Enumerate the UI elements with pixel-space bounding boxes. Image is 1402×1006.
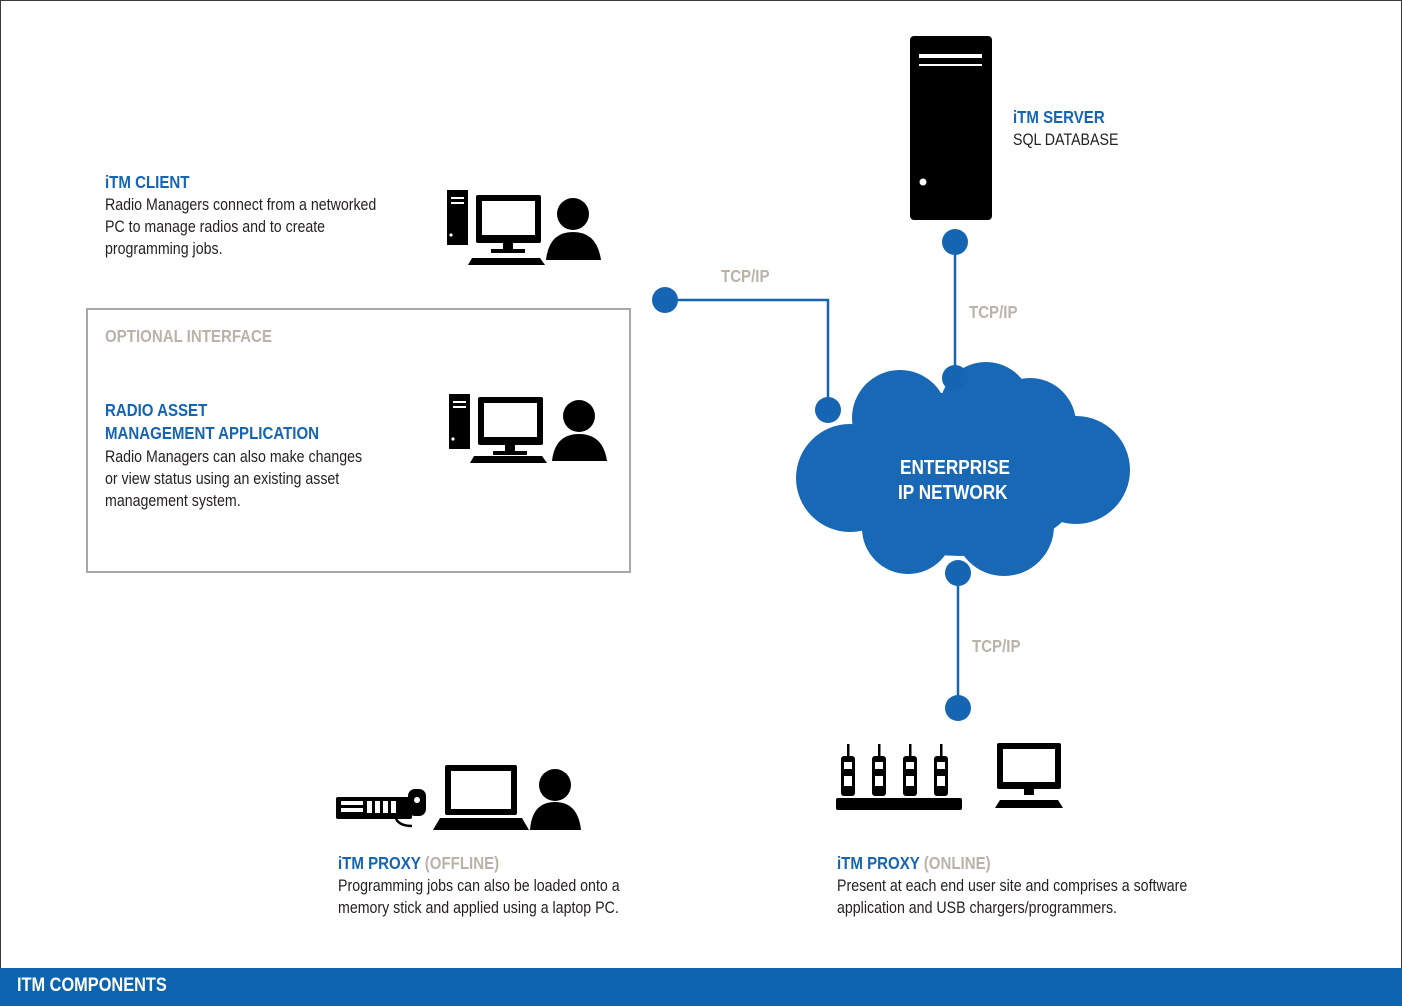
network-label-line-1: ENTERPRISE — [900, 457, 1010, 479]
asset-app-desc-line-1: Radio Managers can also make changes — [105, 448, 363, 466]
online-proxy-heading: iTM PROXY (ONLINE) — [837, 853, 991, 875]
server-link-label: TCP/IP — [969, 302, 1018, 322]
offline-proxy-title: iTM PROXY — [338, 853, 421, 873]
offline-proxy-heading: iTM PROXY (OFFLINE) — [338, 853, 499, 875]
online-proxy-status: (ONLINE) — [923, 853, 991, 873]
client-desc-line-1: Radio Managers connect from a networked — [105, 196, 377, 214]
client-desc-line-2: PC to manage radios and to create — [105, 218, 326, 236]
components-footer-label: ITM COMPONENTS — [17, 975, 167, 996]
client-link-label: TCP/IP — [721, 266, 770, 286]
server-endpoint-dot — [942, 229, 968, 255]
network-label-line-2: IP NETWORK — [898, 482, 1008, 504]
asset-app-workstation-icon — [449, 394, 607, 463]
client-desc-line-3: programming jobs. — [105, 240, 223, 258]
client-endpoint-dot — [652, 287, 678, 313]
optional-interface-box — [86, 308, 631, 573]
offline-proxy-icons — [336, 765, 581, 830]
asset-app-title-line-1: RADIO ASSET — [105, 400, 208, 420]
server-title: iTM SERVER — [1013, 107, 1105, 127]
server-tower-icon — [910, 36, 992, 220]
client-title: iTM CLIENT — [105, 172, 190, 192]
cloud-server-dot — [942, 365, 968, 391]
offline-proxy-status: (OFFLINE) — [424, 853, 500, 873]
network-links — [665, 242, 960, 708]
offline-proxy-desc-line-1: Programming jobs can also be loaded onto… — [338, 877, 620, 895]
client-workstation-icon — [447, 190, 601, 265]
laptop-icon — [433, 765, 529, 830]
online-monitor-icon — [995, 743, 1063, 808]
online-proxy-desc-line-2: application and USB chargers/programmers… — [837, 899, 1117, 917]
asset-app-title-line-2: MANAGEMENT APPLICATION — [105, 423, 320, 443]
asset-app-desc-line-2: or view status using an existing asset — [105, 470, 340, 488]
network-cloud-icon — [796, 362, 1130, 576]
client-link-line — [665, 298, 830, 410]
online-proxy-icons — [836, 743, 1063, 810]
offline-user-icon — [530, 769, 581, 830]
radio-chargers-icon — [836, 744, 962, 810]
components-footer-bar: ITM COMPONENTS — [0, 968, 1402, 1006]
cloud-client-dot — [815, 397, 841, 423]
link-endpoints — [652, 229, 971, 721]
proxy-link-label: TCP/IP — [972, 636, 1021, 656]
online-proxy-title: iTM PROXY — [837, 853, 920, 873]
cloud-proxy-dot — [945, 560, 971, 586]
server-subtitle: SQL DATABASE — [1013, 131, 1119, 149]
online-proxy-desc-line-1: Present at each end user site and compri… — [837, 877, 1188, 895]
asset-app-desc-line-3: management system. — [105, 492, 241, 510]
offline-proxy-desc-line-2: memory stick and applied using a laptop … — [338, 899, 619, 917]
mobile-radio-icon — [336, 789, 426, 828]
proxy-endpoint-dot — [945, 695, 971, 721]
optional-interface-header: OPTIONAL INTERFACE — [105, 326, 272, 346]
